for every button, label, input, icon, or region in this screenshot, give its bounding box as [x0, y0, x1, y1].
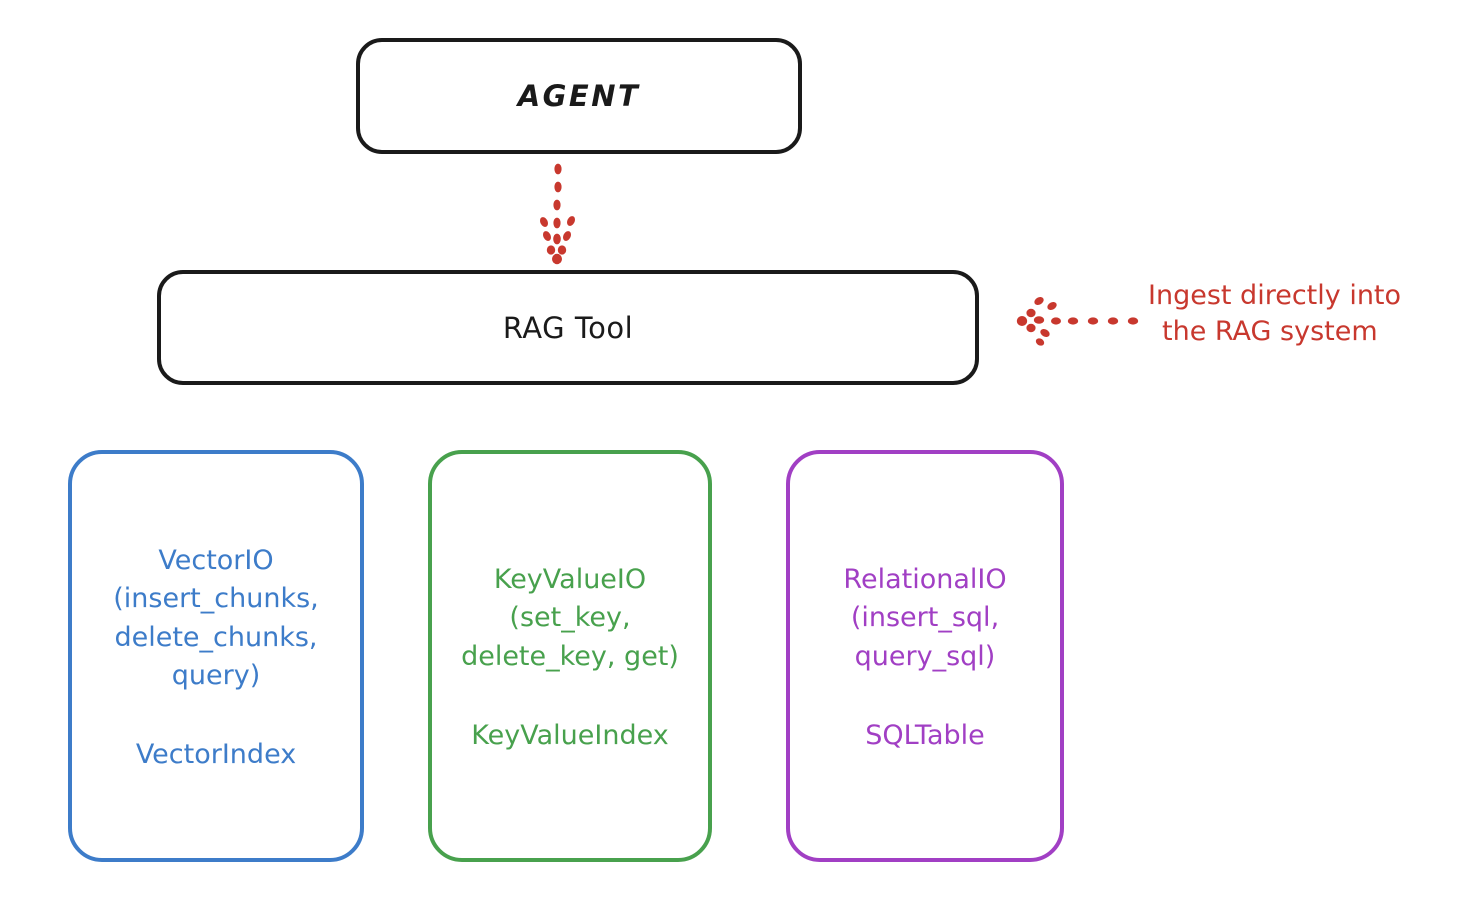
ingest-annotation: Ingest directly into the RAG system [1148, 278, 1478, 350]
relational-io-line: query_sql) [854, 640, 996, 672]
key-value-io-signature: KeyValueIO (set_key, delete_key, get) [461, 561, 679, 676]
vector-index-label: VectorIndex [135, 739, 297, 771]
vector-io-node[interactable]: VectorIO (insert_chunks, delete_chunks, … [68, 450, 364, 862]
relational-io-line: (insert_sql, [850, 602, 1000, 634]
relational-io-node[interactable]: RelationalIO (insert_sql, query_sql) SQL… [786, 450, 1064, 862]
key-value-io-line: (set_key, [509, 602, 631, 634]
rag-tool-label: RAG Tool [502, 310, 634, 345]
annotation-line-2: the RAG system [1162, 315, 1378, 347]
key-value-io-line: KeyValueIO [493, 564, 647, 595]
sql-table-label: SQLTable [865, 719, 985, 751]
relational-io-signature: RelationalIO (insert_sql, query_sql) [843, 561, 1006, 676]
annotation-line-1: Ingest directly into [1148, 280, 1402, 311]
annotation-to-rag-tool-arrow [1016, 297, 1139, 346]
vector-io-line: delete_chunks, [114, 621, 318, 653]
vector-io-line: query) [171, 659, 261, 691]
vector-io-signature: VectorIO (insert_chunks, delete_chunks, … [113, 542, 318, 695]
agent-node[interactable]: AGENT [356, 38, 802, 154]
agent-label: AGENT [517, 79, 641, 113]
vector-io-line: (insert_chunks, [113, 583, 319, 615]
vector-io-line: VectorIO [158, 544, 274, 576]
rag-tool-node[interactable]: RAG Tool [157, 270, 979, 385]
relational-io-line: RelationalIO [843, 564, 1007, 595]
agent-to-rag-tool-arrow [539, 163, 576, 265]
key-value-io-line: delete_key, get) [461, 640, 679, 672]
key-value-io-node[interactable]: KeyValueIO (set_key, delete_key, get) Ke… [428, 450, 712, 862]
key-value-index-label: KeyValueIndex [471, 719, 669, 751]
